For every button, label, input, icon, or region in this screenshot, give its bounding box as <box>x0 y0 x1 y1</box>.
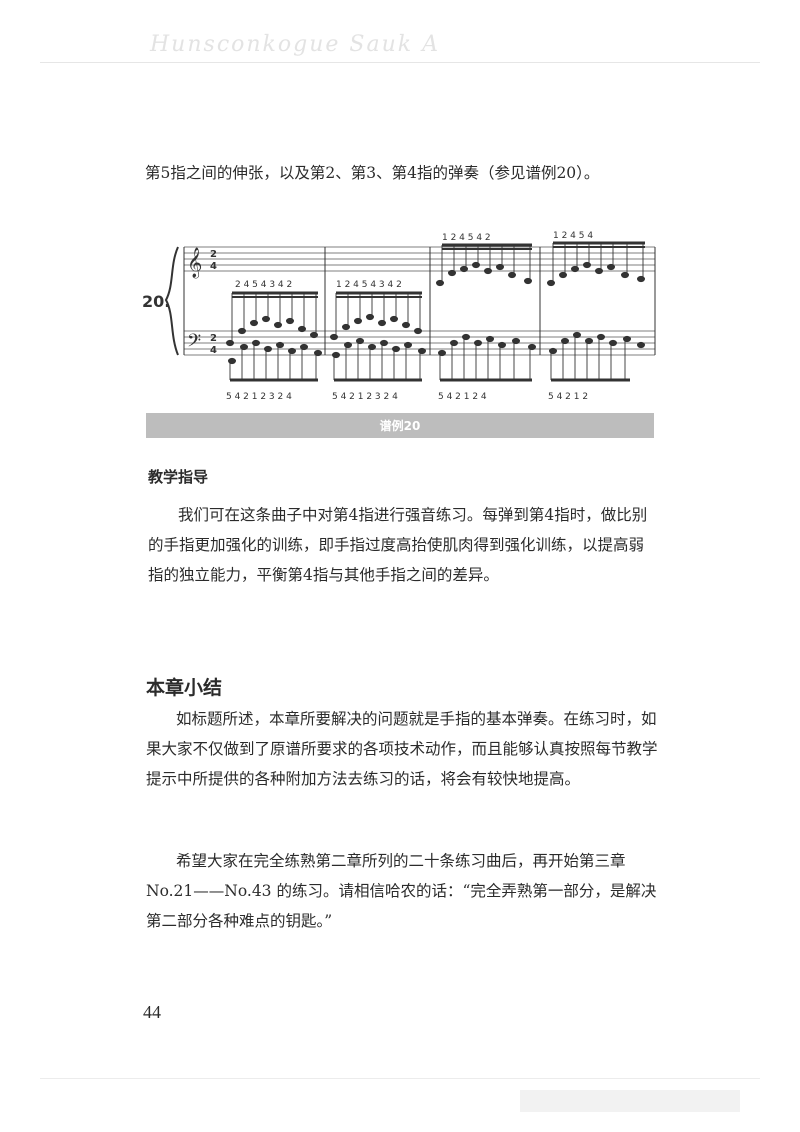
summary-paragraph-1: 如标题所述，本章所要解决的问题就是手指的基本弹奏。在练习时，如果大家不仅做到了原… <box>146 710 658 788</box>
fingering-top-2: 1 2 4 5 4 3 4 2 <box>336 280 402 290</box>
footer-rule <box>40 1078 760 1079</box>
fingering-bottom-4: 5 4 2 1 2 <box>548 392 588 402</box>
fingering-bottom-2: 5 4 2 1 2 3 2 4 <box>332 392 398 402</box>
page-number: 44 <box>143 1002 161 1022</box>
time-sig-bass-top: 2 <box>210 333 217 344</box>
footer-smudge <box>520 1090 740 1112</box>
fingering-bottom-3: 5 4 2 1 2 4 <box>438 392 487 402</box>
measure-3-notes <box>436 243 536 382</box>
header-rule <box>40 62 760 63</box>
treble-clef: 𝄞 <box>187 247 202 279</box>
header-watermark: Hunsconkogue Sauk A <box>150 32 440 57</box>
fingering-bottom-1: 5 4 2 1 2 3 2 4 <box>226 392 292 402</box>
fingering-top-4: 1 2 4 5 4 <box>553 231 593 241</box>
grand-staff-brace <box>164 246 179 356</box>
music-score-example-20: 2 4 5 4 3 4 2 1 2 4 5 4 3 4 2 1 2 4 5 4 … <box>142 231 656 402</box>
example-caption: 谱例20 <box>379 419 421 433</box>
guide-paragraph: 我们可在这条曲子中对第4指进行强音练习。每弹到第4指时，做比别的手指更加强化的训… <box>148 506 648 584</box>
bass-clef: 𝄢 <box>187 331 201 356</box>
treble-staff <box>184 246 655 272</box>
intro-paragraph: 第5指之间的伸张，以及第2、第3、第4指的弹奏（参见谱例20）。 <box>145 164 600 182</box>
example-number: 20. <box>142 292 170 311</box>
example-caption-bar: 谱例20 <box>146 413 654 438</box>
summary-heading: 本章小结 <box>146 677 223 699</box>
guide-heading: 教学指导 <box>148 468 209 486</box>
time-sig-treble-bottom: 4 <box>210 261 217 272</box>
fingering-top-1: 2 4 5 4 3 4 2 <box>235 280 292 290</box>
fingering-top-3: 1 2 4 5 4 2 <box>442 233 491 243</box>
barlines <box>183 247 656 355</box>
summary-paragraph-2: 希望大家在完全练熟第二章所列的二十条练习曲后，再开始第三章 No.21——No.… <box>146 852 657 930</box>
measure-2-notes <box>330 291 426 382</box>
measure-1-notes <box>226 291 322 382</box>
measure-4-notes <box>547 241 645 382</box>
time-sig-bass-bottom: 4 <box>210 345 217 356</box>
time-sig-treble-top: 2 <box>210 249 217 260</box>
